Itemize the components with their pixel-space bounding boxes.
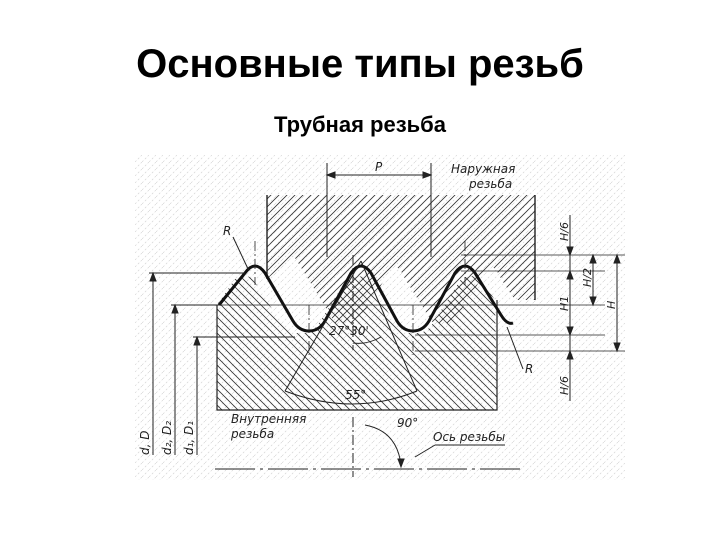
right-angle-label: 90° bbox=[397, 416, 418, 430]
axis-label: Ось резьбы bbox=[433, 430, 505, 444]
radius-leader-top bbox=[232, 236, 250, 272]
dim-h6-top-label: H/6 bbox=[558, 222, 571, 241]
pipe-thread-drawing: P Наружная резьба R R 27°30' 55° bbox=[135, 155, 625, 480]
internal-thread-label-1: Внутренняя bbox=[231, 412, 306, 426]
internal-thread-label-2: резьба bbox=[230, 427, 274, 441]
thread-angle-label: 55° bbox=[345, 388, 366, 402]
dim-h6-bottom-label: H/6 bbox=[558, 376, 571, 395]
internal-thread-outline bbox=[216, 300, 498, 411]
height-dimensions bbox=[566, 215, 621, 401]
slide-title: Основные типы резьб bbox=[136, 42, 584, 86]
radius-leader-bottom bbox=[506, 326, 524, 370]
external-thread-outline bbox=[266, 195, 536, 300]
half-angle-label: 27°30' bbox=[329, 324, 369, 338]
thread-axis bbox=[215, 417, 525, 477]
thread-profile bbox=[217, 264, 514, 333]
dim-h-label: H bbox=[605, 301, 618, 309]
pitch-label: P bbox=[375, 160, 383, 174]
pitch-dimension bbox=[325, 163, 433, 257]
angle-construction bbox=[284, 255, 418, 405]
diam-pitch-label: d₂, D₂ bbox=[160, 421, 174, 455]
radius-label-top: R bbox=[223, 224, 231, 238]
tooth-centerlines bbox=[254, 241, 466, 355]
external-thread-label-1: Наружная bbox=[451, 162, 515, 176]
slide-subtitle: Трубная резьба bbox=[273, 112, 446, 137]
dim-h1-label: H1 bbox=[558, 296, 571, 311]
diameter-dimensions bbox=[149, 271, 295, 455]
external-thread-label-2: резьба bbox=[468, 177, 512, 191]
radius-label-bottom: R bbox=[525, 362, 533, 376]
diam-major-label: d, D bbox=[138, 431, 152, 456]
diam-minor-label: d₁, D₁ bbox=[182, 421, 196, 455]
height-reference-lines bbox=[219, 254, 625, 352]
dim-h2-label: H/2 bbox=[581, 268, 594, 287]
